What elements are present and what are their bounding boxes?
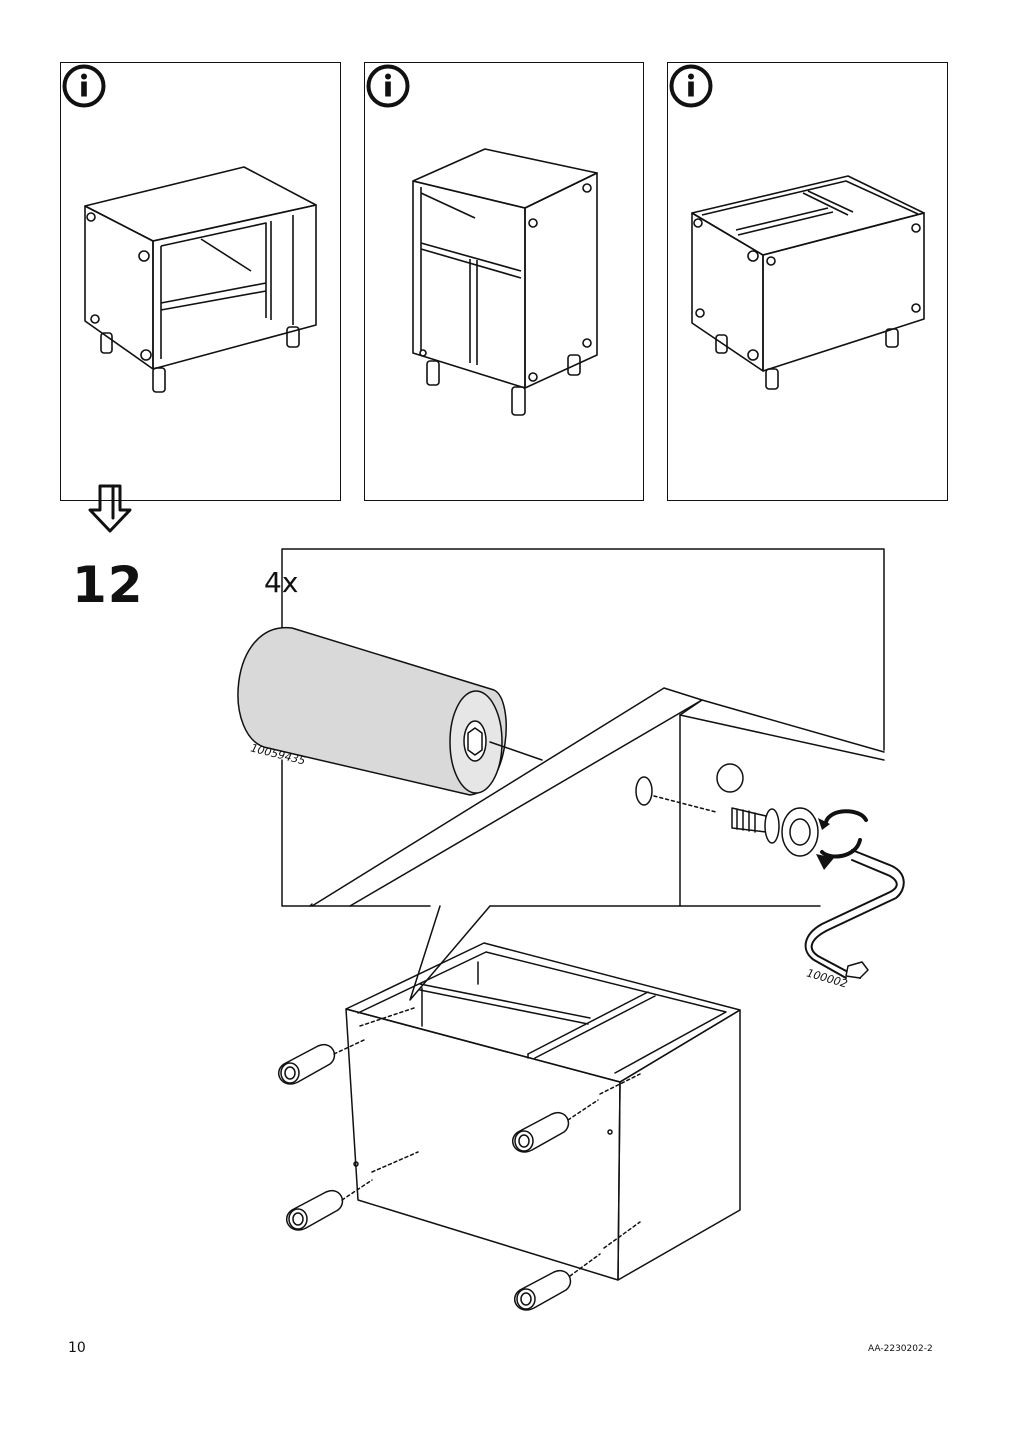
cabinet-corner-detail: [309, 687, 885, 907]
open-box-illustration: [691, 175, 925, 390]
detail-frame: [281, 548, 885, 751]
info-icon: [669, 64, 713, 108]
page-number: 10: [68, 1340, 86, 1356]
leg-enlarged: [237, 627, 507, 796]
cam-bolt: [653, 795, 819, 857]
quantity-label: 4x: [264, 566, 299, 599]
info-panel-wide-cabinet: [60, 62, 341, 501]
leg-assembly-front-left: [278, 1007, 415, 1085]
info-icon: [62, 64, 106, 108]
leg-assembly-back-right: [514, 1221, 641, 1311]
tall-cabinet-illustration: [412, 148, 598, 416]
info-panel-tall-cabinet: [364, 62, 644, 501]
wide-cabinet-illustration: [84, 166, 317, 393]
rotation-arrow-icon: [820, 809, 868, 859]
next-step-arrow-icon: [88, 484, 132, 533]
callout-pointer: [409, 905, 491, 1001]
document-code: AA-2230202-2: [868, 1344, 933, 1354]
leg-assembly-front-right: [512, 1073, 641, 1153]
leg-assembly-back-left: [286, 1151, 419, 1231]
step-number: 12: [72, 556, 144, 614]
allen-key: [804, 849, 905, 979]
info-icon: [366, 64, 410, 108]
cabinet-main: [345, 942, 741, 1281]
info-panel-open-box: [667, 62, 948, 501]
